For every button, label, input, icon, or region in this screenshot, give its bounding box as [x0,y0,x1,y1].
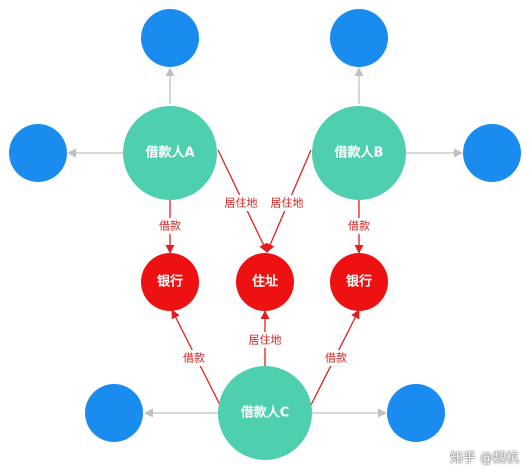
leaf-node-a-top [141,9,199,67]
leaf-node-a-left [9,124,67,182]
edge-label-b-address: 居住地 [271,196,304,210]
edge-label-a-address: 居住地 [225,196,258,210]
edge-label-c-bank-left: 借款 [183,351,205,365]
address-node: 住址 [236,253,294,311]
bank-left-label: 银行 [157,274,183,290]
address-label: 住址 [252,274,278,290]
borrower-a-node: 借款人A [123,106,217,200]
borrower-a-label: 借款人A [144,145,194,161]
bank-left-node: 银行 [141,253,199,311]
borrower-c-label: 借款人C [240,405,290,421]
watermark: 知乎 @魏杭 [449,451,519,466]
bank-right-label: 银行 [346,274,372,290]
edge-label-a-bank: 借款 [159,219,181,233]
borrower-b-node: 借款人B [312,106,406,200]
edge-labels: 借款 居住地 居住地 借款 借款 居住地 借款 [156,195,373,366]
edge-label-c-bank-right: 借款 [325,351,347,365]
leaf-node-b-right [463,124,521,182]
edge-label-c-address: 居住地 [249,333,282,347]
leaf-node-b-top [330,9,388,67]
leaf-edges [67,67,463,418]
bank-right-node: 银行 [330,253,388,311]
leaf-nodes [9,9,521,442]
borrower-c-node: 借款人C [218,366,312,460]
leaf-node-c-left [85,384,143,442]
borrower-b-label: 借款人B [334,145,384,161]
leaf-node-c-right [387,384,445,442]
edge-label-b-bank: 借款 [348,219,370,233]
